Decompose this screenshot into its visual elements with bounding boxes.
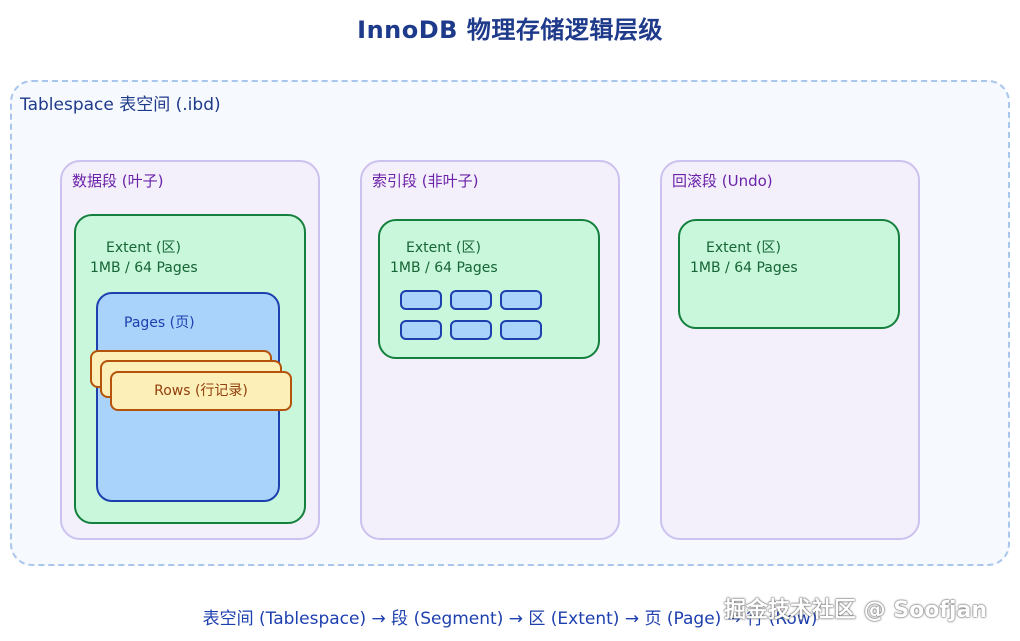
segment-data-label: 数据段 (叶子) <box>72 172 164 190</box>
extent-undo-label-2: 1MB / 64 Pages <box>690 260 798 276</box>
segment-index-label: 索引段 (非叶子) <box>372 172 479 190</box>
extent-undo-label-1: Extent (区) <box>706 240 781 256</box>
watermark: 掘金技术社区 @ Soofjan <box>724 598 988 623</box>
segment-undo <box>660 160 920 540</box>
extent-data-label-1: Extent (区) <box>106 240 181 256</box>
mini-page <box>450 290 492 310</box>
rows-label: Rows (行记录) <box>110 371 292 411</box>
pages-label: Pages (页) <box>124 315 195 331</box>
mini-page <box>400 290 442 310</box>
extent-data-label-2: 1MB / 64 Pages <box>90 260 198 276</box>
segment-undo-label: 回滚段 (Undo) <box>672 172 773 190</box>
extent-index-label-2: 1MB / 64 Pages <box>390 260 498 276</box>
mini-page <box>500 290 542 310</box>
diagram-title: InnoDB 物理存储逻辑层级 <box>357 16 663 44</box>
tablespace-label: Tablespace 表空间 (.ibd) <box>20 95 221 115</box>
hierarchy-caption: 表空间 (Tablespace) → 段 (Segment) → 区 (Exte… <box>202 609 818 629</box>
mini-page <box>400 320 442 340</box>
mini-page <box>500 320 542 340</box>
mini-page <box>450 320 492 340</box>
extent-index-label-1: Extent (区) <box>406 240 481 256</box>
extent-undo <box>678 219 900 329</box>
